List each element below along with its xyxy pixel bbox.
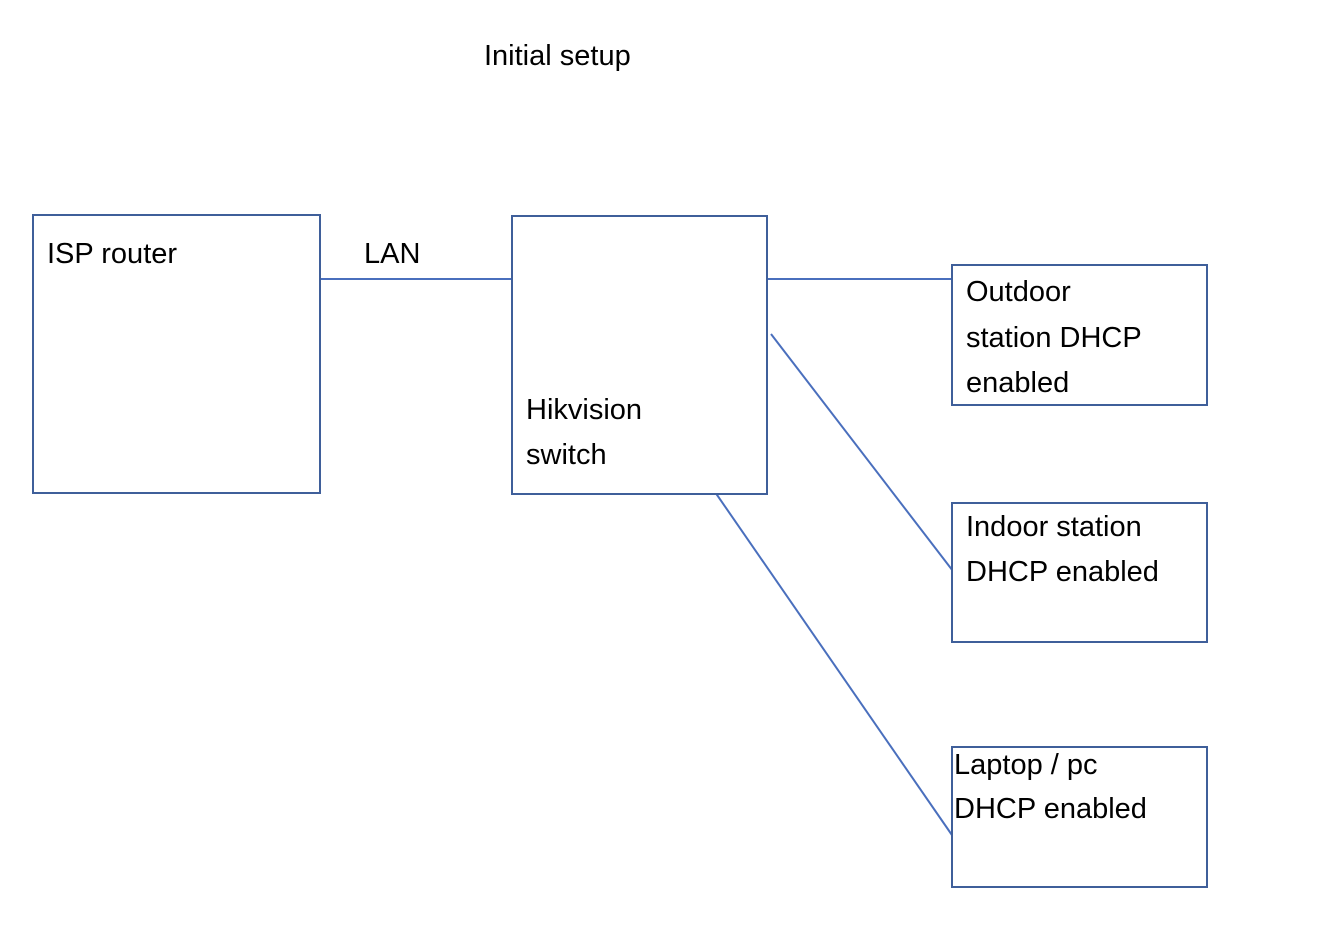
node-laptop-label-line2: DHCP enabled — [954, 793, 1147, 825]
node-outdoor-label-line3: enabled — [966, 367, 1070, 399]
node-isp-router-label: ISP router — [47, 238, 178, 270]
node-indoor-label-line2: DHCP enabled — [966, 556, 1159, 588]
node-hikvision-switch[interactable] — [511, 215, 768, 495]
node-switch-label-line2: switch — [526, 439, 607, 471]
edge-switch-to-indoor — [770, 333, 957, 576]
node-indoor-label-line1: Indoor station — [966, 511, 1142, 543]
node-isp-router[interactable] — [32, 214, 321, 494]
node-indoor-station[interactable] — [951, 502, 1208, 643]
node-outdoor-station[interactable] — [951, 264, 1208, 406]
edge-label-lan: LAN — [364, 238, 421, 270]
node-switch-label-line1: Hikvision — [526, 394, 643, 426]
node-laptop-pc[interactable] — [951, 746, 1208, 888]
node-outdoor-label-line2: station DHCP — [966, 322, 1142, 354]
node-outdoor-label-line1: Outdoor — [966, 276, 1071, 308]
edge-switch-to-laptop — [714, 491, 955, 839]
diagram-title: Initial setup — [484, 40, 631, 72]
node-laptop-label-line1: Laptop / pc — [954, 749, 1098, 781]
